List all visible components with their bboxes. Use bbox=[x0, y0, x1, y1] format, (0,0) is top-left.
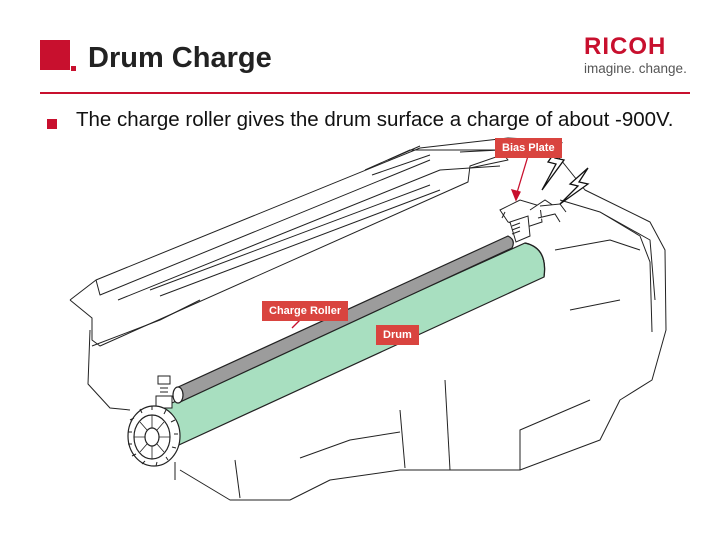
lightning-bolt-icon bbox=[541, 141, 566, 191]
page-title: Drum Charge bbox=[88, 42, 272, 74]
header-divider bbox=[40, 92, 690, 94]
label-bias-plate: Bias Plate bbox=[495, 138, 562, 158]
drum bbox=[150, 242, 546, 451]
unit-housing-outline bbox=[69, 137, 667, 501]
brand-logo: RICOH imagine. change. bbox=[584, 34, 694, 77]
label-drum: Drum bbox=[376, 325, 419, 345]
roller-spring bbox=[155, 375, 173, 409]
bullet-text: The charge roller gives the drum surface… bbox=[76, 108, 674, 131]
bullet-square-icon bbox=[47, 119, 57, 129]
drum-gear bbox=[127, 405, 181, 467]
label-charge-roller: Charge Roller bbox=[262, 301, 349, 321]
label-pointers bbox=[291, 155, 529, 329]
bias-plate bbox=[499, 199, 567, 243]
brand-tagline: imagine. change. bbox=[584, 61, 687, 76]
brand-name: RICOH bbox=[584, 33, 667, 60]
title-accent-square bbox=[40, 40, 76, 71]
lightning-bolt-icon bbox=[559, 167, 590, 205]
